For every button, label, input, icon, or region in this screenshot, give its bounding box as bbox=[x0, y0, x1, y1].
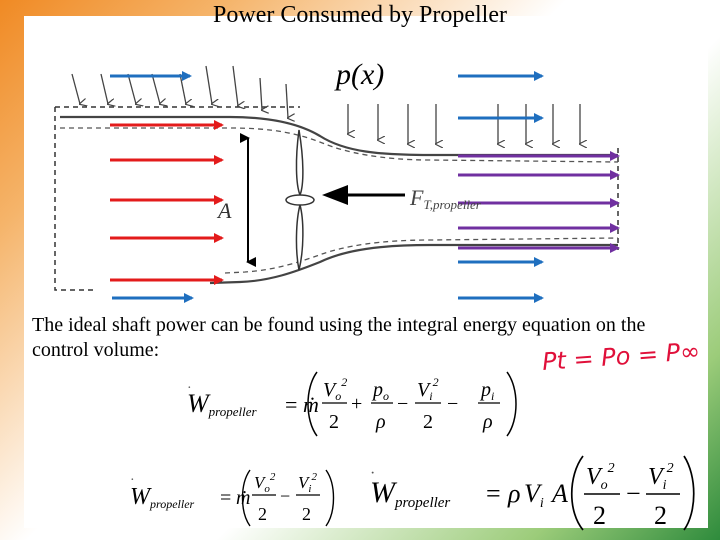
eq3-equals: = bbox=[486, 479, 501, 508]
eq1-t2-num: po bbox=[371, 379, 389, 403]
caption-text: The ideal shaft power can be found using… bbox=[32, 314, 646, 361]
inflow-arrows bbox=[110, 120, 224, 285]
eq1-paren-left bbox=[307, 371, 318, 437]
eq1-paren-right bbox=[506, 371, 517, 437]
propeller bbox=[285, 129, 315, 271]
eq3-rho: ρ bbox=[507, 479, 520, 508]
eq2-equals: = bbox=[220, 487, 231, 509]
eq3-paren-right bbox=[683, 455, 695, 531]
equation-2: Wpropeller · = ṁ Vo2 2 − Vi2 2 bbox=[130, 469, 335, 527]
eq3-t1-num: Vo2 bbox=[586, 461, 615, 493]
equation-1: Wpropeller · = ṁ Vo2 2 + po ρ − Vi2 2 − … bbox=[187, 371, 517, 437]
thrust-arrow bbox=[322, 185, 405, 205]
eq1-t1-den: 2 bbox=[329, 411, 339, 433]
eq3-lhs: Wpropeller bbox=[370, 476, 450, 511]
eq2-paren-right bbox=[325, 469, 335, 527]
eq2-t1-den: 2 bbox=[258, 504, 267, 524]
equation-3: Wpropeller · = ρ Vi A Vo2 2 − Vi2 2 bbox=[370, 455, 695, 531]
slipstream-arrows bbox=[458, 151, 620, 253]
eq2-t1-num: Vo2 bbox=[254, 471, 276, 495]
eq3-a: A bbox=[550, 479, 568, 508]
eq1-minus2: − bbox=[447, 393, 458, 415]
eq1-minus1: − bbox=[397, 393, 408, 415]
eq1-t1-num: Vo2 bbox=[323, 375, 347, 403]
eq1-mdot: ṁ bbox=[303, 392, 319, 417]
eq1-dot: · bbox=[187, 381, 192, 396]
thrust-label: FT,propeller bbox=[409, 185, 482, 212]
eq3-paren-left bbox=[570, 455, 584, 531]
eq3-minus: − bbox=[626, 479, 641, 508]
stream-tube-lower bbox=[209, 243, 618, 285]
eq3-vi: Vi bbox=[524, 479, 544, 511]
slide-title: Power Consumed by Propeller bbox=[213, 2, 507, 28]
eq1-plus: + bbox=[351, 393, 362, 415]
stream-tube-lower-dashed bbox=[224, 237, 619, 274]
pressure-arrows-top bbox=[71, 65, 580, 144]
eq3-dot: · bbox=[370, 465, 375, 482]
control-volume-outline bbox=[54, 106, 300, 291]
area-label: A bbox=[216, 198, 232, 223]
eq3-t2-num: Vi2 bbox=[648, 461, 674, 493]
eq3-t1-den: 2 bbox=[593, 501, 606, 530]
freestream-arrows bbox=[110, 71, 544, 303]
eq1-t4-num: pi bbox=[479, 379, 494, 403]
eq1-t3-den: 2 bbox=[423, 411, 433, 433]
eq1-t4-den: ρ bbox=[482, 411, 493, 433]
eq2-paren-left bbox=[241, 469, 251, 527]
eq1-lhs: Wpropeller bbox=[187, 389, 258, 419]
eq2-t2-den: 2 bbox=[302, 504, 311, 524]
eq2-t2-num: Vi2 bbox=[298, 471, 317, 495]
eq2-mdot: ṁ bbox=[236, 487, 250, 509]
stream-tube-upper bbox=[60, 115, 618, 157]
stream-tube-upper-dashed bbox=[60, 127, 619, 163]
eq1-equals: = bbox=[285, 392, 297, 417]
eq2-minus: − bbox=[280, 486, 290, 506]
eq3-t2-den: 2 bbox=[654, 501, 667, 530]
eq1-t2-den: ρ bbox=[375, 411, 386, 433]
pressure-label: p(x) bbox=[334, 58, 384, 91]
eq1-t3-num: Vi2 bbox=[417, 375, 439, 403]
eq2-lhs: Wpropeller bbox=[130, 484, 195, 511]
eq2-dot: · bbox=[130, 473, 135, 488]
